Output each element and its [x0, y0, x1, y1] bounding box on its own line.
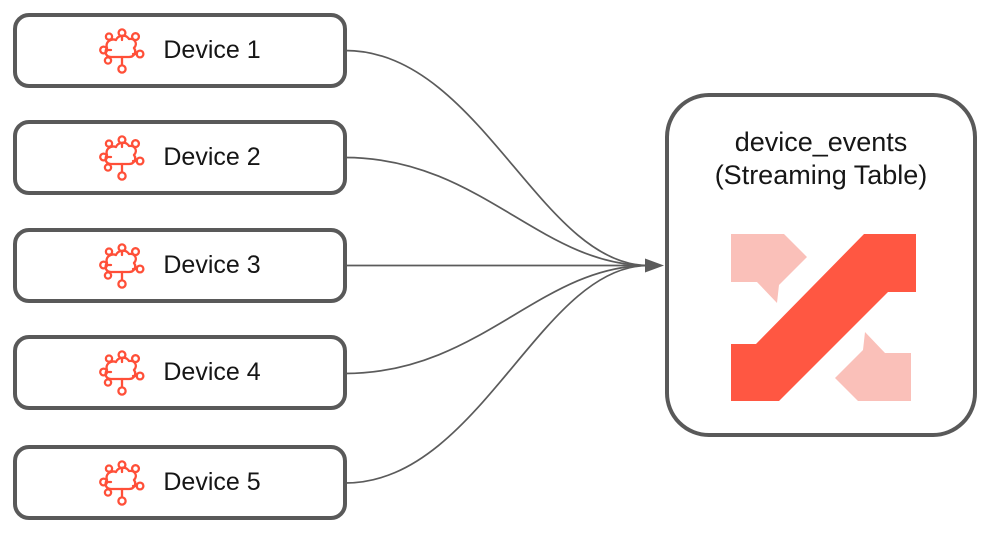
streaming-table-node: device_events (Streaming Table): [665, 93, 977, 437]
iot-cloud-icon: [99, 242, 145, 289]
device-node: Device 2: [13, 120, 347, 195]
connector-path: [344, 264, 649, 484]
connector-path: [344, 264, 649, 375]
device-node-label: Device 5: [163, 468, 261, 496]
connector-path: [344, 49, 649, 267]
connector-path: [344, 156, 649, 267]
device-node-label: Device 1: [163, 36, 261, 64]
iot-cloud-icon: [99, 134, 145, 181]
device-node: Device 4: [13, 335, 347, 410]
device-node-label: Device 2: [163, 143, 261, 171]
device-node: Device 3: [13, 228, 347, 303]
device-node-label: Device 3: [163, 251, 261, 279]
device-node: Device 5: [13, 445, 347, 520]
streaming-table-title: device_events (Streaming Table): [669, 126, 973, 192]
streaming-table-title-line1: device_events: [734, 127, 908, 157]
streaming-table-icon: [731, 234, 916, 401]
device-node-label: Device 4: [163, 358, 261, 386]
iot-cloud-icon: [99, 459, 145, 506]
iot-cloud-icon: [99, 27, 145, 74]
device-node: Device 1: [13, 13, 347, 88]
streaming-table-title-line2: (Streaming Table): [714, 160, 928, 190]
arrow-head: [645, 258, 664, 273]
iot-cloud-icon: [99, 349, 145, 396]
